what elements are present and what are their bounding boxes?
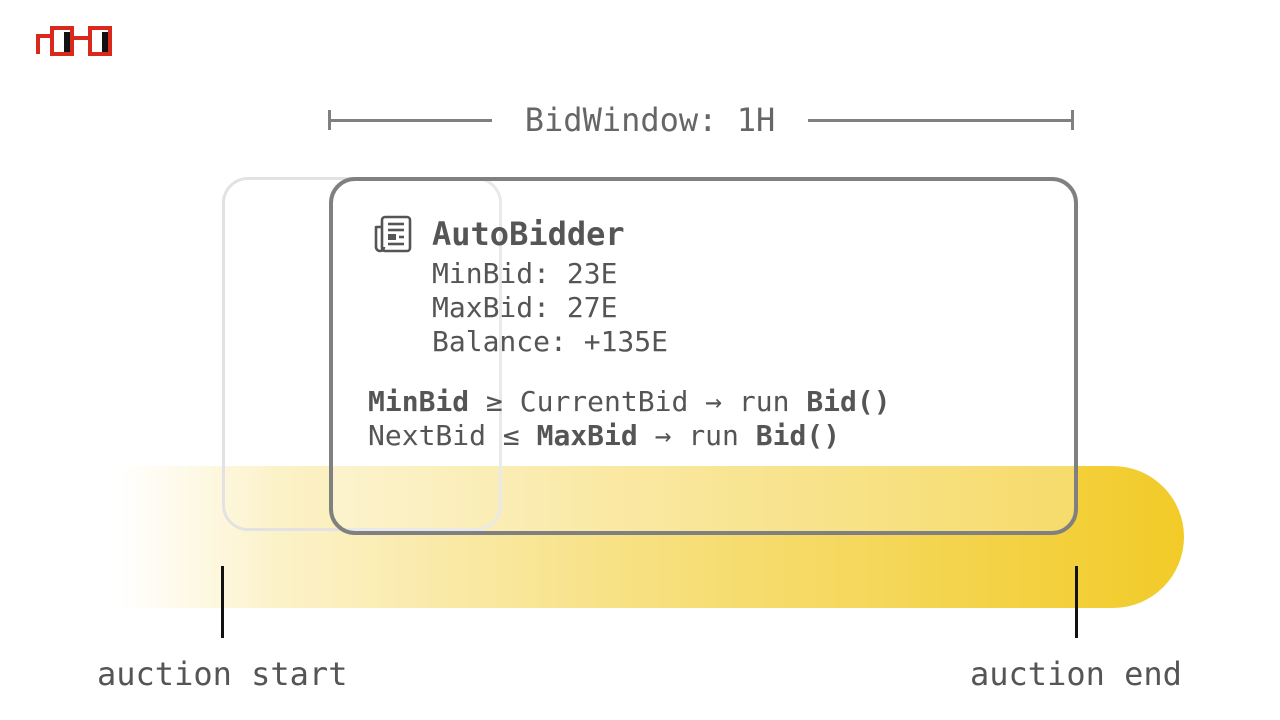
newspaper-icon [374, 215, 412, 253]
rule-arrow: → [654, 419, 672, 452]
rule-action: Bid() [755, 419, 841, 452]
rule-object: CurrentBid [519, 385, 689, 418]
auction-timeline-bar [118, 466, 1184, 608]
auction-start-label: auction start [97, 655, 348, 693]
card-title: AutoBidder [432, 215, 625, 253]
bid-window-label: BidWindow: 1H [524, 101, 776, 139]
rule-next-bid: NextBid ≤ MaxBid → run Bid() [368, 419, 840, 453]
rule-operator: ≤ [502, 419, 520, 452]
brand-logo [36, 26, 112, 56]
auction-end-label: auction end [970, 655, 1182, 693]
auction-end-tick [1075, 566, 1078, 638]
bid-window-right-line [808, 119, 1074, 122]
rule-subject: NextBid [368, 419, 487, 452]
min-bid-field: MinBid: 23E [432, 257, 618, 290]
bid-window-left-line [328, 119, 492, 122]
balance-field: Balance: +135E [432, 325, 669, 358]
auction-start-tick [221, 566, 224, 638]
rule-operator: ≥ [486, 385, 503, 418]
rule-min-bid: MinBid ≥ CurrentBid → run Bid() [368, 385, 891, 419]
rule-action: Bid() [806, 385, 891, 418]
bid-window-box [329, 177, 1078, 535]
rule-object: MaxBid [536, 419, 638, 452]
rule-verb: run [738, 385, 790, 418]
rule-arrow: → [705, 385, 723, 418]
rule-verb: run [688, 419, 739, 452]
rule-subject: MinBid [368, 385, 470, 418]
max-bid-field: MaxBid: 27E [432, 291, 618, 324]
bid-window-right-cap [1071, 110, 1074, 130]
